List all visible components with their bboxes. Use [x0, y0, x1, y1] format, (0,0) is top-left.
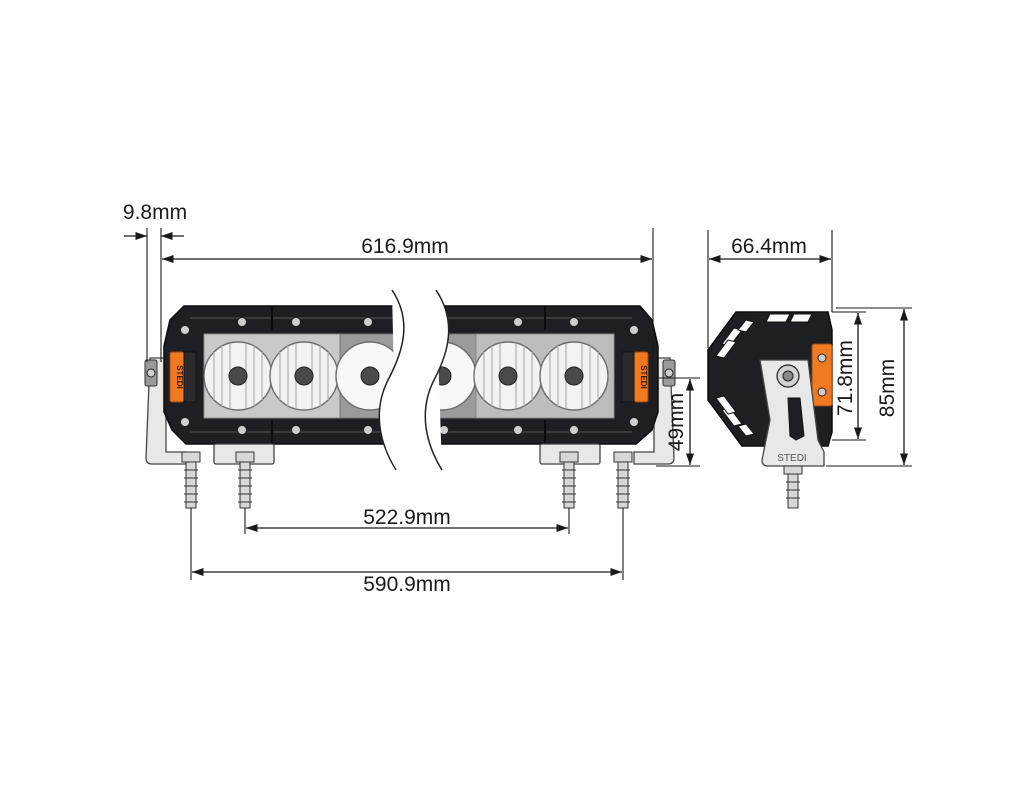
- screw-icon: [291, 317, 301, 327]
- screw-icon: [439, 425, 449, 435]
- screw-icon: [363, 425, 373, 435]
- mounting-bolt-outer-right: [613, 451, 633, 509]
- screw-icon: [291, 425, 301, 435]
- side-end-cap: [811, 343, 833, 407]
- reflector-5: [473, 341, 543, 411]
- label-overall-length: 616.9mm: [361, 235, 449, 258]
- screw-icon: [569, 425, 579, 435]
- label-depth: 66.4mm: [731, 235, 807, 258]
- left-end-cap: STEDI: [169, 351, 197, 403]
- screw-icon: [513, 317, 523, 327]
- mounting-bolt-icon: [783, 465, 803, 509]
- screw-icon: [180, 417, 190, 427]
- length-break: [378, 289, 450, 471]
- end-cap-logo: STEDI: [175, 365, 184, 389]
- screw-icon: [629, 417, 639, 427]
- side-bracket-logo: STEDI: [777, 453, 806, 464]
- label-body-height: 71.8mm: [834, 340, 857, 416]
- screw-icon: [237, 317, 247, 327]
- screw-icon: [569, 317, 579, 327]
- right-end-cap: STEDI: [621, 351, 649, 403]
- mounting-bolt-icon: [181, 451, 633, 509]
- dimension-labels: 9.8mm 616.9mm 66.4mm 522.9mm 590.9mm 49m…: [123, 201, 899, 596]
- front-view: STEDI STEDI: [144, 289, 676, 509]
- end-cap-logo: STEDI: [639, 365, 648, 389]
- label-overall-height: 85mm: [876, 359, 899, 417]
- screw-icon: [513, 425, 523, 435]
- label-inner-bolt-spacing: 522.9mm: [363, 506, 451, 529]
- side-view: STEDI: [707, 311, 833, 509]
- dimension-lines: [124, 228, 912, 580]
- screw-icon: [180, 325, 190, 335]
- reflector-6: [539, 341, 609, 411]
- reflector-2: [269, 341, 339, 411]
- mounting-bolt-inner-right: [559, 451, 579, 509]
- label-bracket-offset: 9.8mm: [123, 201, 187, 224]
- label-bracket-height: 49mm: [665, 393, 688, 451]
- mounting-bolt-inner-left: [235, 451, 255, 509]
- screw-icon: [629, 325, 639, 335]
- housing-screws: [180, 317, 639, 435]
- screw-icon: [237, 425, 247, 435]
- label-outer-bolt-spacing: 590.9mm: [363, 573, 451, 596]
- screw-icon: [363, 317, 373, 327]
- mounting-bolt-outer-left: [181, 451, 201, 509]
- reflector-1: [203, 341, 273, 411]
